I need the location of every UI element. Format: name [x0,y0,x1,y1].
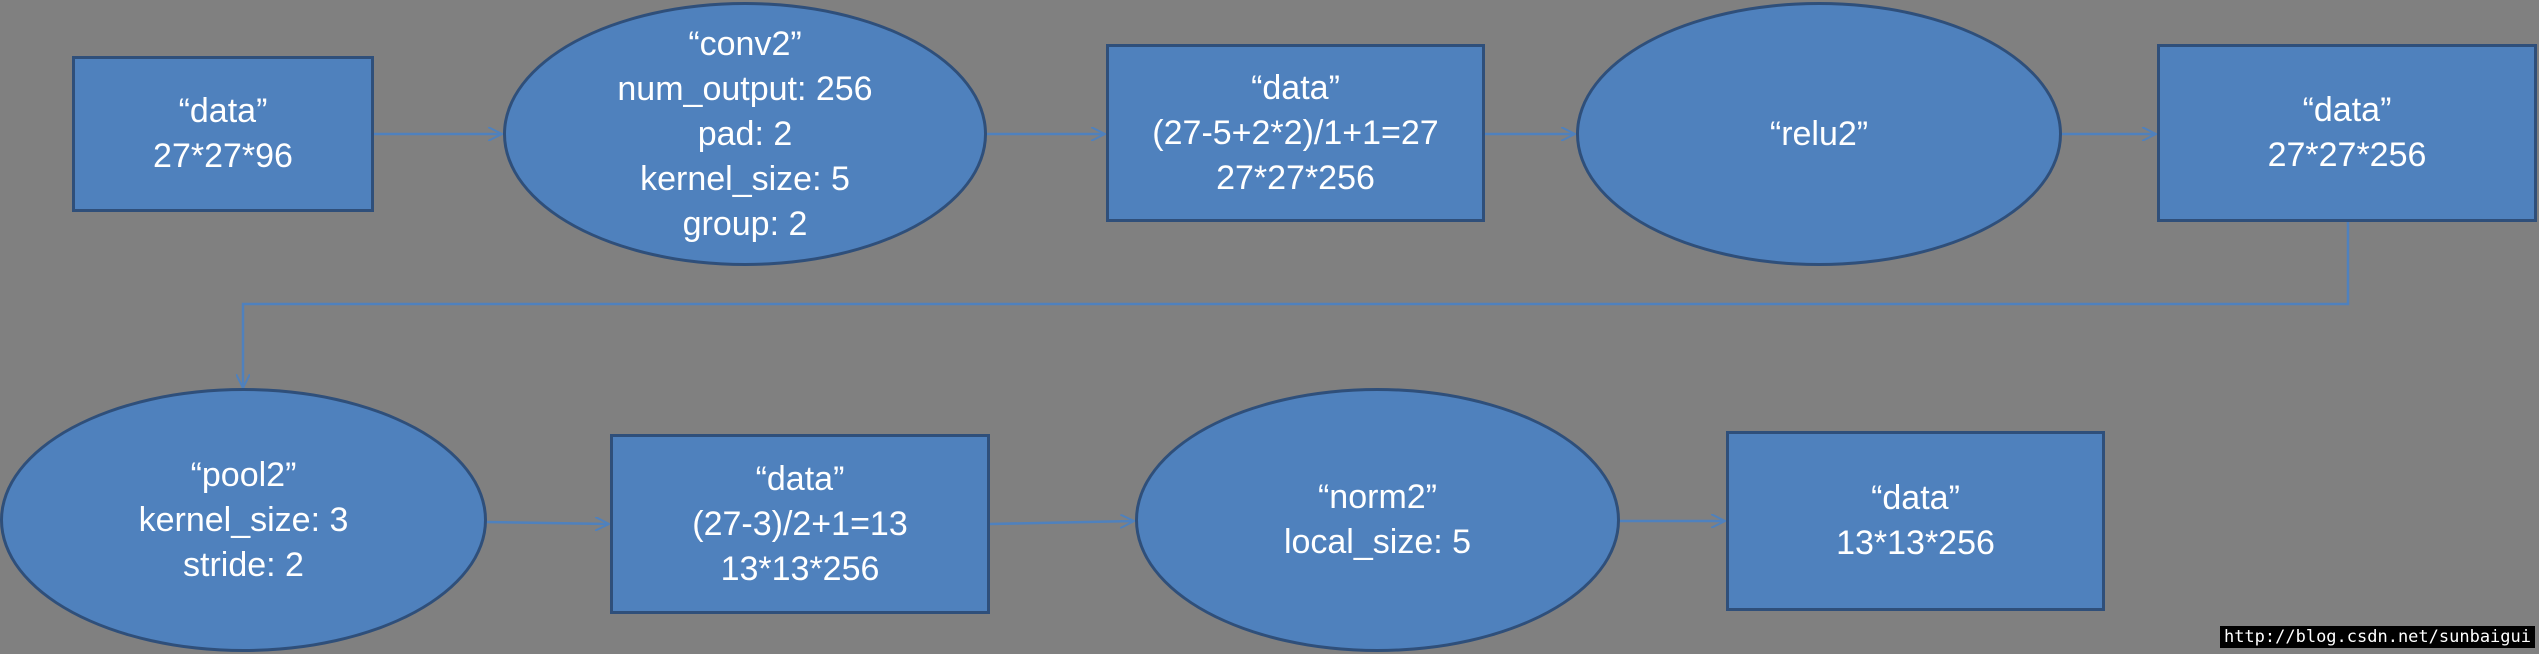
data-node-1: “data” 27*27*96 [72,56,374,212]
node-label: “data” [2302,91,2392,129]
arrow-data4-to-norm2 [989,521,1134,524]
kernel-size-param: kernel_size: 5 [640,159,850,198]
node-shape: 27*27*96 [153,137,293,175]
node-shape: 27*27*256 [1216,158,1375,197]
data-node-4: “data” (27-3)/2+1=13 13*13*256 [610,434,990,614]
node-label: “data” [1871,479,1960,517]
size-formula: (27-5+2*2)/1+1=27 [1152,113,1439,152]
node-shape: 13*13*256 [720,549,880,588]
data-node-5: “data” 13*13*256 [1726,431,2105,611]
stride-param: stride: 2 [183,545,304,584]
norm2-node: “norm2” local_size: 5 [1135,388,1620,652]
data-node-3: “data” 27*27*256 [2157,44,2537,222]
node-label: “data” [1251,68,1340,107]
node-shape: 13*13*256 [1836,524,1995,562]
conv2-node: “conv2” num_output: 256 pad: 2 kernel_si… [503,2,987,266]
data-node-2: “data” (27-5+2*2)/1+1=27 27*27*256 [1106,44,1485,222]
group-param: group: 2 [682,204,808,243]
node-label: “relu2” [1769,114,1869,153]
node-shape: 27*27*256 [2267,136,2427,174]
node-label: “data” [755,459,845,498]
pool2-node: “pool2” kernel_size: 3 stride: 2 [0,388,487,652]
relu2-node: “relu2” [1576,2,2062,266]
watermark-url: http://blog.csdn.net/sunbaigui [2219,626,2535,648]
node-label: “pool2” [190,455,297,494]
kernel-size-param: kernel_size: 3 [138,500,349,539]
pad-param: pad: 2 [697,114,793,153]
node-label: “data” [178,92,268,130]
num-output-param: num_output: 256 [617,69,873,108]
node-label: “conv2” [688,24,802,63]
local-size-param: local_size: 5 [1283,523,1472,561]
arrow-data3-to-pool2 [243,222,2350,388]
node-label: “norm2” [1317,478,1438,516]
arrow-pool2-to-data4 [486,522,609,524]
size-formula: (27-3)/2+1=13 [692,504,908,543]
